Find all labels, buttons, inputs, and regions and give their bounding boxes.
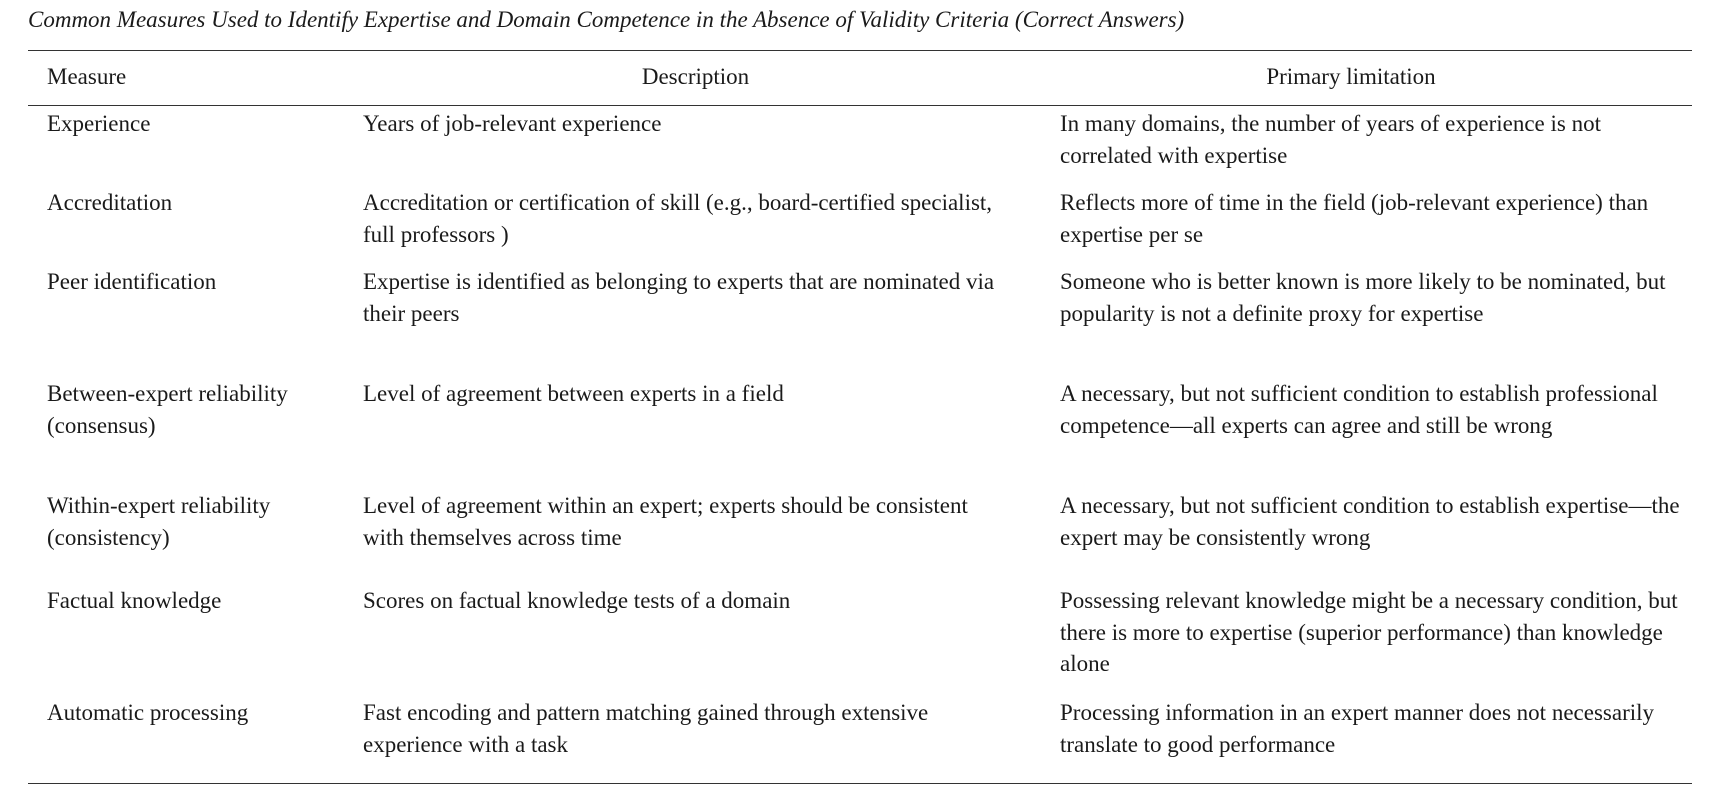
table-caption: Common Measures Used to Identify Experti… (28, 7, 1185, 32)
top-rule (28, 50, 1692, 51)
measure-cell: Experience (47, 111, 151, 136)
description-cell: Years of job-relevant experience (363, 111, 662, 136)
limitation-cell: Reflects more of time in the field (job-… (1060, 190, 1649, 247)
description-cell: Accreditation or certification of skill … (363, 190, 993, 247)
measure-cell: Factual knowledge (47, 588, 222, 613)
limitation-cell: Someone who is better known is more like… (1060, 269, 1666, 326)
measure-cell: Between-expert reliability (consensus) (47, 381, 288, 438)
limitation-cell: In many domains, the number of years of … (1060, 111, 1601, 168)
column-header-measure: Measure (47, 64, 127, 89)
column-header-primary-limitation: Primary limitation (1266, 64, 1436, 89)
column-header-description: Description (641, 64, 750, 89)
limitation-cell: Possessing relevant knowledge might be a… (1060, 588, 1678, 676)
limitation-cell: A necessary, but not sufficient conditio… (1060, 493, 1680, 550)
description-cell: Level of agreement between experts in a … (363, 381, 784, 406)
bottom-rule (28, 783, 1692, 784)
limitation-cell: A necessary, but not sufficient conditio… (1060, 381, 1658, 438)
description-cell: Expertise is identified as belonging to … (363, 269, 995, 326)
measure-cell: Automatic processing (47, 700, 249, 725)
limitation-cell: Processing information in an expert mann… (1060, 700, 1655, 757)
description-cell: Scores on factual knowledge tests of a d… (363, 588, 791, 613)
measure-cell: Accreditation (47, 190, 173, 215)
measure-cell: Within-expert reliability (consistency) (47, 493, 271, 550)
header-rule (28, 105, 1692, 106)
description-cell: Fast encoding and pattern matching gaine… (363, 700, 929, 757)
measure-cell: Peer identification (47, 269, 217, 294)
description-cell: Level of agreement within an expert; exp… (363, 493, 968, 550)
